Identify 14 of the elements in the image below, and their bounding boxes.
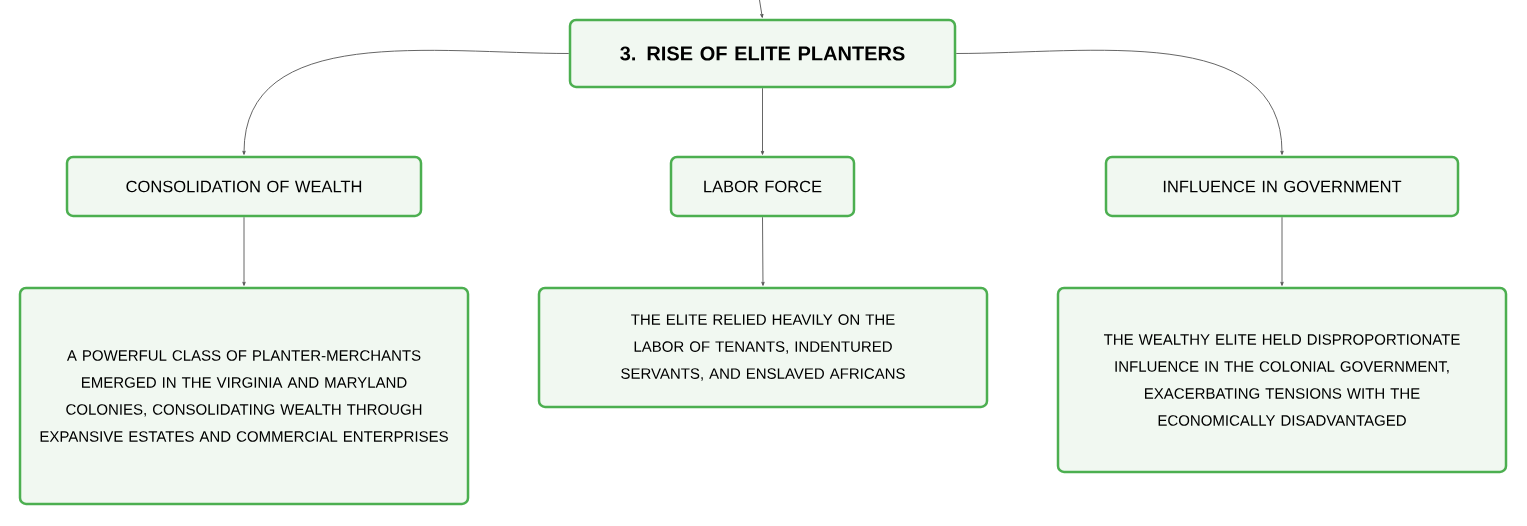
arrow [242, 216, 246, 286]
arrow [955, 49, 1284, 155]
arrow [242, 49, 570, 155]
topic-box: LABOR FORCE [669, 155, 856, 218]
arrow [761, 216, 765, 286]
detail-box: A POWERFUL CLASS OF PLANTER-MERCHANTS EMERGED IN THE VIRGINIA AND MARYLAND COLONIES, CONSOLIDATING WEALTH THROUGH EXPANSIVE ESTATES AND COMMERCIAL ENTERPRISES [18, 286, 470, 506]
detail-box: THE ELITE RELIED HEAVILY ON THE LABOR OF TENANTS, INDENTURED SERVANTS, AND ENSLAVED AFRICANS [537, 286, 989, 409]
arrow [760, 87, 765, 155]
arrow [1280, 216, 1284, 286]
arrow [759, 0, 764, 18]
topic-box: CONSOLIDATION OF WEALTH [65, 155, 423, 218]
topic-box: INFLUENCE IN GOVERNMENT [1104, 155, 1460, 218]
detail-box: THE WEALTHY ELITE HELD DISPROPORTIONATE INFLUENCE IN THE COLONIAL GOVERNMENT, EXACERBATING TENSIONS WITH THE ECONOMICALLY DISADVANTAGED [1056, 286, 1508, 474]
root-box: 3. RISE OF ELITE PLANTERS [568, 18, 957, 89]
